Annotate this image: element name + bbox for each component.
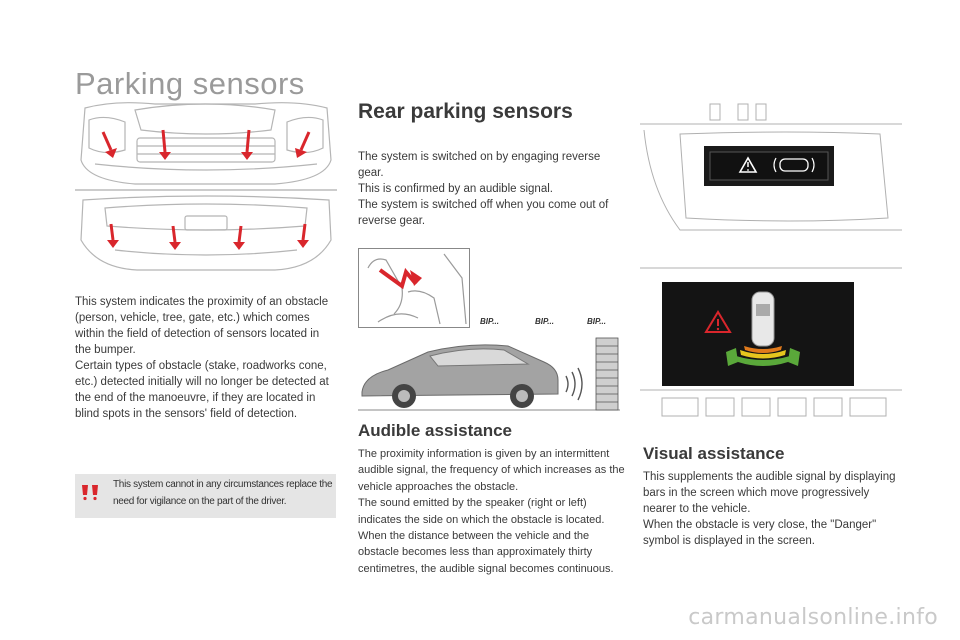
sensor-arrows [101, 129, 311, 250]
rear-sensors-title: Rear parking sensors [358, 100, 573, 123]
beep-label-1: BIP... [480, 317, 499, 326]
visual-assistance-title: Visual assistance [643, 444, 785, 463]
audible-assistance-title: Audible assistance [358, 421, 513, 440]
warning-box [75, 474, 336, 518]
warning-text: This system cannot in any circumstances … [113, 479, 333, 507]
audible-assistance-text: The proximity information is given by an… [358, 448, 625, 575]
visual-assistance-text: This supplements the audible signal by d… [643, 471, 896, 547]
beep-label-3: BIP... [587, 317, 606, 326]
danger-icon [82, 485, 98, 501]
bumper-sensors-illustration [75, 102, 337, 271]
watermark: carmanualsonline.info [688, 605, 938, 630]
beep-label-2: BIP... [535, 317, 554, 326]
gear-lever-illustration [358, 248, 470, 328]
page-title: Parking sensors [75, 66, 305, 101]
rear-sensors-text: The system is switched on by engaging re… [358, 151, 609, 227]
brick-wall [595, 337, 619, 411]
dashboard-screen-illustration [640, 103, 902, 417]
car-approaching-wall-illustration [358, 337, 620, 411]
intro-text: This system indicates the proximity of a… [75, 296, 329, 420]
